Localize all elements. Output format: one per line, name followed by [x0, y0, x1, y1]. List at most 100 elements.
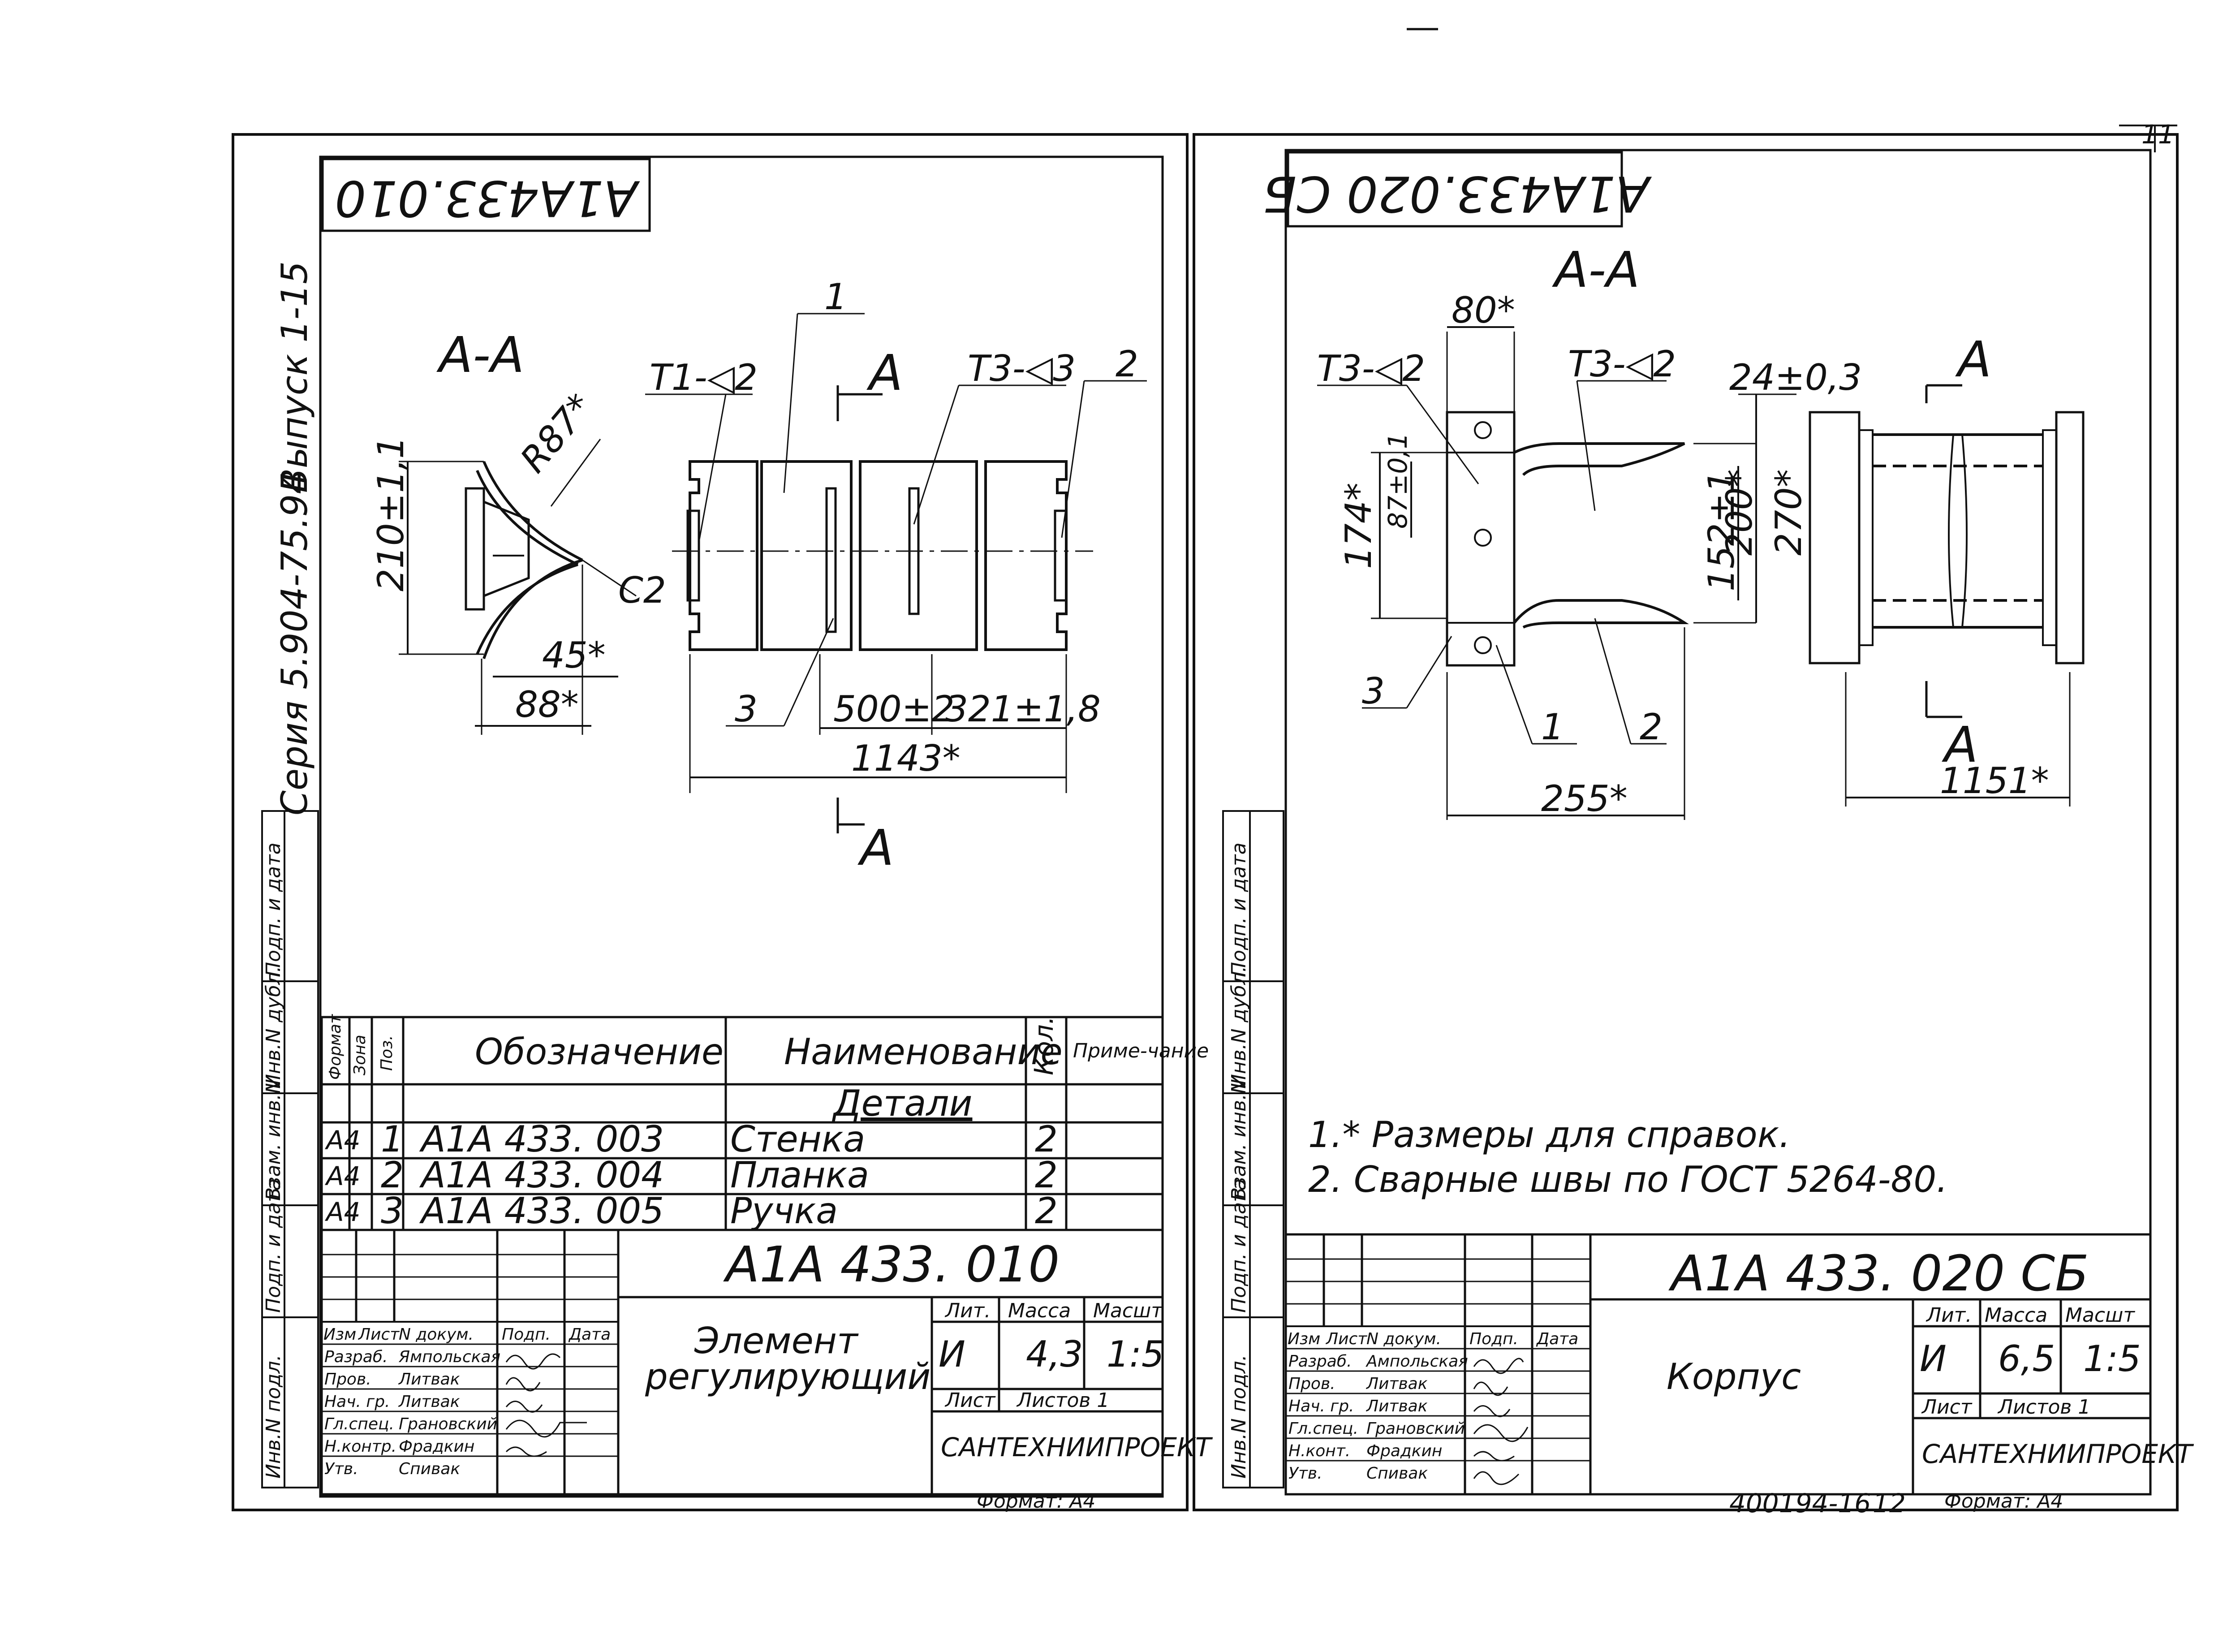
left-signatures	[505, 1353, 587, 1457]
spec-row-format: А4	[324, 1197, 361, 1227]
svg-text:Гл.спец.: Гл.спец.	[1288, 1419, 1358, 1438]
svg-text:Н.контр.: Н.контр.	[324, 1437, 396, 1456]
right-section-view	[1317, 326, 1796, 820]
right-side-label-4: Подп. и дата	[1228, 1178, 1250, 1313]
right-lit: И	[1920, 1338, 1947, 1380]
svg-text:Н.конт.: Н.конт.	[1288, 1442, 1350, 1460]
left-side-label-2: Инв.N дубл.	[262, 966, 285, 1089]
left-col-doc: N докум.	[399, 1325, 474, 1344]
dim-174: 174*	[1338, 483, 1379, 569]
left-people: Разраб. Ямпольская Пров. Литвак Нач. гр.…	[324, 1348, 500, 1478]
dim-152: 152±1	[1701, 470, 1742, 591]
dim-270: 270*	[1768, 469, 1809, 556]
spec-row-name: Стенка	[730, 1118, 865, 1160]
right-weld-2: Т3-◁2	[1568, 343, 1676, 385]
left-scale: 1:5	[1107, 1333, 1164, 1375]
left-section-view: А-А	[399, 326, 637, 735]
spec-hdr-format: Формат	[326, 1014, 345, 1080]
left-col-date: Дата	[568, 1325, 611, 1344]
spec-row-name: Ручка	[730, 1190, 838, 1232]
right-format: Формат: А4	[1944, 1490, 2063, 1513]
left-side-label-1: Подп. и дата	[262, 842, 285, 977]
left-title-block	[320, 1229, 1164, 1496]
spec-row-qty: 2	[1035, 1118, 1058, 1160]
right-designation: А1А 433. 020 СБ	[1668, 1245, 2089, 1302]
right-hdr-scale: Масшт	[2065, 1304, 2135, 1327]
left-side-label-3: Взам. инв.N	[262, 1079, 285, 1201]
spec-row-2: А4 2 А1А 433. 004 Планка 2	[324, 1154, 1058, 1196]
dim-c2: C2	[618, 569, 666, 611]
right-callout-3: 3	[1362, 670, 1385, 712]
spec-row-pos: 1	[381, 1118, 404, 1160]
left-designation: А1А 433. 010	[723, 1236, 1060, 1293]
spec-row-qty: 2	[1035, 1190, 1058, 1232]
left-col-izm: Изм	[323, 1325, 356, 1344]
right-side-view	[1809, 384, 2085, 807]
right-sheet-label: Лист	[1921, 1396, 1973, 1419]
left-sheet-label: Лист	[944, 1389, 996, 1412]
right-section-mark-bottom: А	[1942, 716, 1978, 773]
svg-text:Нач. гр.: Нач. гр.	[1288, 1397, 1354, 1415]
dim-45: 45*	[542, 634, 606, 676]
spec-group-title: Детали	[832, 1083, 972, 1124]
right-header-code: А1А433.020 СБ	[1263, 165, 1652, 223]
sheet-frames	[232, 125, 2179, 1511]
spec-row-format: А4	[324, 1125, 361, 1156]
svg-text:Литвак: Литвак	[1366, 1397, 1428, 1415]
spec-hdr-designation: Обозначение	[475, 1031, 724, 1073]
left-mass: 4,3	[1026, 1333, 1083, 1375]
right-title-block	[1284, 1233, 2152, 1496]
right-callout-1: 1	[1541, 706, 1564, 748]
right-section-mark-top: А	[1955, 331, 1991, 388]
left-weld-t1: Т1-◁2	[650, 357, 758, 398]
dim-88: 88*	[515, 684, 579, 725]
top-mark: 11	[2141, 119, 2175, 150]
right-weld-1: Т3-◁2	[1317, 348, 1425, 389]
spec-hdr-pos: Поз.	[378, 1035, 396, 1071]
svg-text:Разраб.: Разраб.	[1288, 1352, 1352, 1371]
left-plan-view	[645, 313, 1147, 833]
left-sheets-label: Листов 1	[1016, 1389, 1109, 1412]
left-hdr-mass: Масса	[1008, 1299, 1071, 1322]
right-mass: 6,5	[1998, 1338, 2055, 1380]
left-section-mark-bottom: А	[857, 819, 894, 876]
spec-row-qty: 2	[1035, 1154, 1058, 1196]
left-side-label-4: Подп. и дата	[262, 1178, 285, 1313]
svg-text:Литвак: Литвак	[398, 1370, 460, 1389]
svg-text:Пров.: Пров.	[324, 1370, 371, 1389]
right-side-label-2: Инв.N дубл.	[1228, 966, 1250, 1089]
right-col-doc: N докум.	[1366, 1330, 1441, 1348]
svg-text:Литвак: Литвак	[398, 1393, 460, 1411]
spec-hdr-name: Наименование	[784, 1031, 1063, 1073]
bottom-page: 12	[1873, 1488, 1906, 1518]
right-note-2: 2. Сварные швы по ГОСТ 5264-80.	[1308, 1159, 1948, 1200]
left-weld-t3: Т3-◁3	[968, 348, 1076, 389]
right-hdr-lit: Лит.	[1926, 1304, 1972, 1327]
left-header-code: А1А433.010	[335, 170, 640, 227]
left-lit: И	[939, 1333, 965, 1375]
svg-text:Фрадкин: Фрадкин	[1366, 1442, 1442, 1460]
right-sheets-label: Листов 1	[1997, 1396, 2090, 1419]
svg-text:Разраб.: Разраб.	[324, 1348, 388, 1366]
left-spec-table	[320, 1016, 1164, 1231]
right-side-strip	[1222, 810, 1284, 1488]
spec-hdr-qty: Кол.	[1029, 1016, 1059, 1075]
left-hdr-lit: Лит.	[944, 1299, 991, 1322]
left-format: Формат: А4	[977, 1490, 1095, 1513]
dim-24: 24±0,3	[1729, 357, 1862, 398]
right-people: Разраб. Ампольская Пров. Литвак Нач. гр.…	[1288, 1352, 1468, 1483]
svg-text:Спивак: Спивак	[399, 1460, 460, 1478]
dim-1151: 1151*	[1940, 760, 2049, 802]
spec-row-name: Планка	[730, 1154, 869, 1196]
right-section-title: А-А	[1552, 241, 1640, 298]
spec-row-code: А1А 433. 005	[419, 1190, 664, 1232]
left-col-sign: Подп.	[502, 1325, 551, 1344]
right-side-label-1: Подп. и дата	[1228, 842, 1250, 977]
svg-text:Утв.: Утв.	[1288, 1464, 1322, 1483]
left-part-name-1: Элемент	[694, 1320, 859, 1362]
right-col-izm: Изм	[1288, 1330, 1320, 1348]
dim-255: 255*	[1541, 778, 1628, 820]
right-part-name: Корпус	[1667, 1356, 1801, 1398]
left-hdr-scale: Масшт	[1093, 1299, 1163, 1322]
issue-label: Выпуск 1-15	[274, 261, 315, 493]
